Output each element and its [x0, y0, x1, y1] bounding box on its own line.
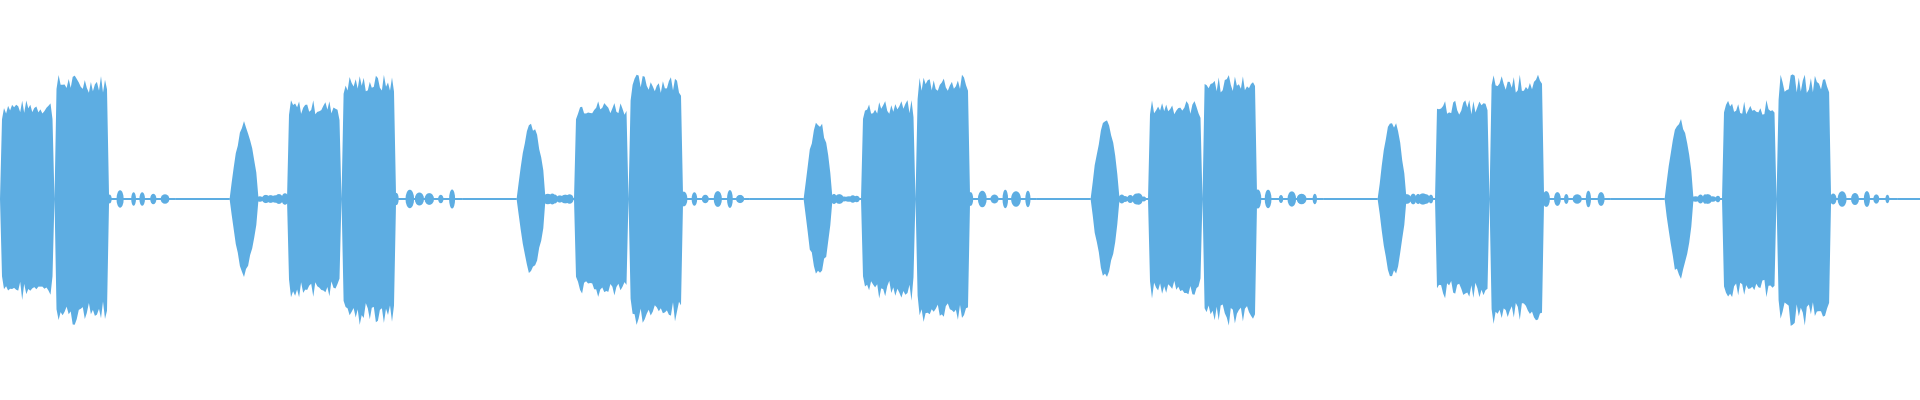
- loud-burst-4-0: [1148, 100, 1203, 299]
- speckle-line-1-2: [396, 198, 463, 200]
- loud-burst-0-1: [54, 75, 110, 325]
- speckle-line-6-2: [1831, 198, 1898, 200]
- silence-line-6-3: [1897, 198, 1920, 200]
- loud-burst-1-1: [341, 74, 397, 325]
- soft-burst-0-4: [229, 121, 259, 277]
- speckle-line-5-5: [1693, 198, 1722, 200]
- soft-burst-5-4: [1664, 119, 1694, 279]
- speckle-line-1-5: [545, 198, 574, 200]
- loud-burst-3-0: [861, 100, 916, 301]
- loud-burst-1-0: [287, 100, 342, 298]
- speckle-line-3-2: [970, 198, 1037, 200]
- silence-line-2-3: [749, 198, 804, 200]
- loud-burst-4-1: [1202, 75, 1258, 326]
- loud-burst-3-1: [915, 74, 971, 322]
- loud-burst-2-1: [628, 74, 684, 325]
- speckle-line-4-2: [1257, 198, 1324, 200]
- loud-burst-5-0: [1435, 100, 1490, 299]
- loud-burst-6-0: [1722, 100, 1777, 298]
- soft-burst-1-4: [516, 123, 546, 273]
- loud-burst-6-1: [1776, 74, 1832, 326]
- silence-line-1-3: [462, 198, 517, 200]
- soft-burst-2-4: [803, 122, 833, 274]
- speckle-line-5-2: [1544, 198, 1611, 200]
- silence-line-3-3: [1036, 198, 1091, 200]
- loud-burst-0-0: [0, 100, 55, 300]
- waveform-group: [0, 74, 1920, 326]
- loud-burst-2-0: [574, 101, 629, 297]
- speckle-line-2-5: [832, 198, 861, 200]
- speckle-line-0-5: [258, 198, 287, 200]
- speckle-line-0-2: [109, 198, 176, 200]
- soft-burst-4-4: [1377, 123, 1407, 277]
- speckle-line-4-5: [1406, 198, 1435, 200]
- speckle-line-3-5: [1119, 198, 1148, 200]
- loud-burst-5-1: [1489, 74, 1545, 324]
- speckle-line-2-2: [683, 198, 750, 200]
- silence-line-4-3: [1323, 198, 1378, 200]
- silence-line-5-3: [1610, 198, 1665, 200]
- silence-line-0-3: [175, 198, 230, 200]
- soft-burst-3-4: [1090, 120, 1120, 277]
